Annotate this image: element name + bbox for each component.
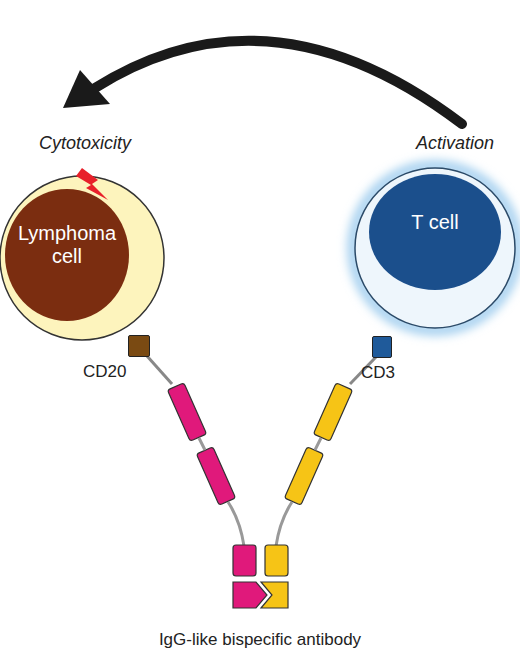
cell-glow xyxy=(353,166,517,330)
figure-caption: IgG-like bispecific antibody xyxy=(159,630,361,650)
fc-domain xyxy=(233,545,256,576)
hinge-line xyxy=(228,502,244,546)
process-label: Cytotoxicity xyxy=(39,133,131,154)
antibody-arm xyxy=(284,447,323,505)
marker-label: CD20 xyxy=(83,362,126,382)
cycle-arrow xyxy=(95,41,462,124)
receptor-square: CD3 xyxy=(372,336,392,358)
cell-membrane xyxy=(0,176,164,340)
fc-domain xyxy=(265,545,288,576)
marker-label: CD3 xyxy=(361,363,395,383)
cell-membrane xyxy=(355,168,515,328)
antibody xyxy=(167,383,352,505)
receptor-square: CD20 xyxy=(128,335,150,357)
hinge-line xyxy=(315,438,321,450)
cell-label: Lymphoma cell xyxy=(17,222,117,268)
fc-hole xyxy=(261,582,288,608)
hinge-line xyxy=(276,502,292,546)
process-label: Activation xyxy=(416,133,494,154)
cell-label: T cell xyxy=(411,211,458,234)
cell-nucleus: Lymphoma cell xyxy=(5,189,129,321)
antibody-arm xyxy=(167,383,206,441)
arrow-head xyxy=(63,70,110,108)
hinge-line xyxy=(199,438,205,450)
antibody-arm xyxy=(313,383,352,441)
fc-knob xyxy=(233,582,267,608)
receptor-link xyxy=(147,356,172,384)
cell-nucleus: T cell xyxy=(369,174,501,290)
antibody-arm xyxy=(196,447,235,505)
